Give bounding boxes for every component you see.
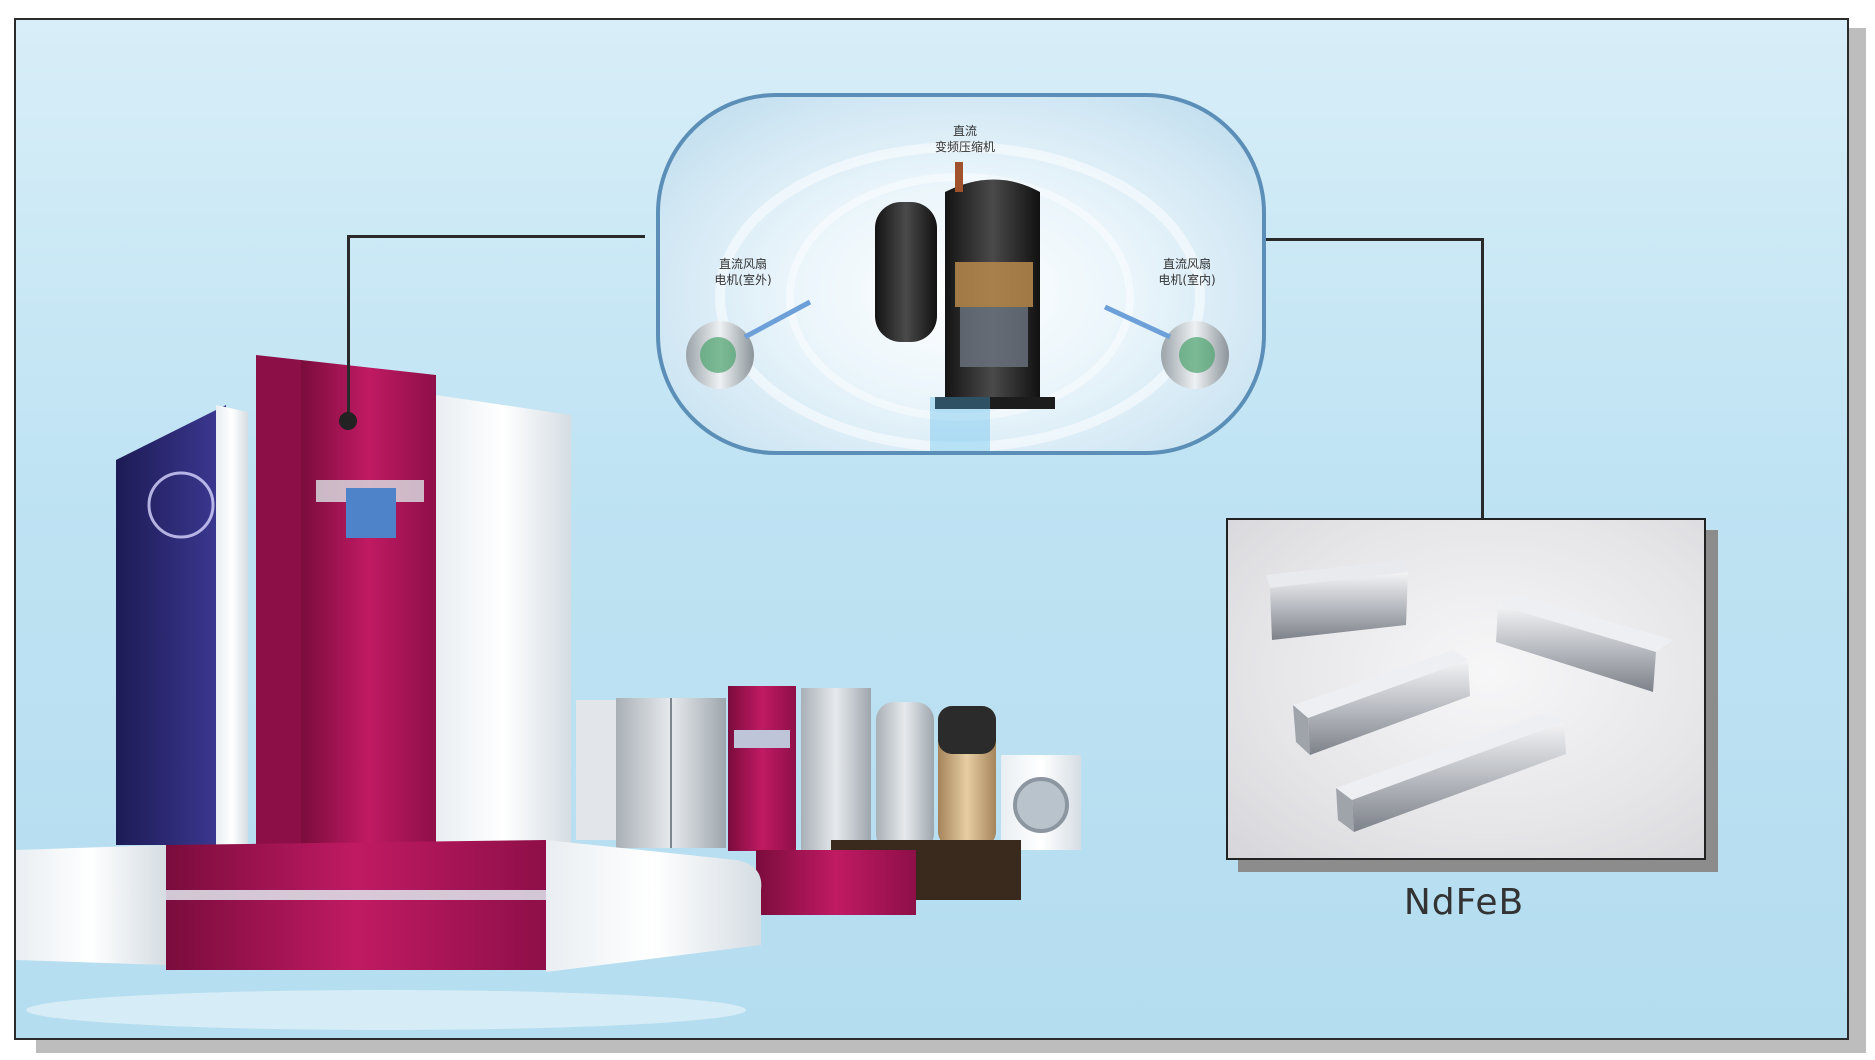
connector-left-horizontal — [347, 235, 645, 238]
ndfeb-label: NdFeB — [1403, 882, 1525, 923]
connector-left-vertical — [347, 235, 350, 423]
indoor-fan-motor-label: 直流风扇 电机(室内) — [1158, 257, 1216, 287]
compressor-and-fans-illustration — [686, 142, 1229, 451]
motor-components-bubble: 直流 变频压缩机 直流风扇 电机(室外) 直流风扇 电机(室内) — [656, 93, 1266, 455]
home-appliances-illustration — [16, 355, 1081, 1030]
compressor-label: 直流 变频压缩机 — [934, 124, 995, 154]
connector-right-horizontal — [1240, 238, 1484, 241]
ndfeb-magnets-panel — [1226, 518, 1706, 860]
connector-dot-appliance — [339, 412, 357, 430]
outdoor-fan-motor-label: 直流风扇 电机(室外) — [714, 257, 772, 287]
connector-right-vertical — [1481, 238, 1484, 536]
ndfeb-magnets-photo — [1266, 560, 1673, 832]
diagram-frame: 直流 变频压缩机 直流风扇 电机(室外) 直流风扇 电机(室内) — [14, 18, 1849, 1040]
